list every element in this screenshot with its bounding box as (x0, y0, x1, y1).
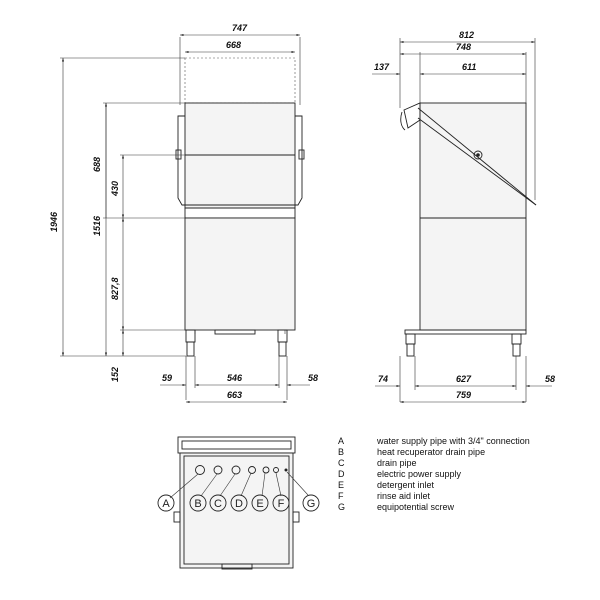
dim-side-812: 812 (459, 30, 474, 40)
legend-letter-d: D (338, 469, 345, 479)
legend-letter-a: A (338, 436, 344, 446)
connection-point-d (248, 466, 256, 474)
legend-letter-e: E (338, 480, 344, 490)
dim-front-688: 688 (92, 157, 102, 172)
dim-front-59: 59 (162, 373, 172, 383)
callout-a: A (157, 494, 175, 512)
front-view: 747 668 1946 1516 688 (49, 23, 318, 404)
dim-side-74: 74 (378, 374, 388, 384)
connections-legend: A water supply pipe with 3/4" connection… (338, 436, 530, 512)
dim-side-748: 748 (456, 42, 471, 52)
side-foot-right (511, 333, 522, 345)
dim-front-546: 546 (227, 373, 243, 383)
legend-letter-f: F (338, 491, 344, 501)
dim-front-58: 58 (308, 373, 318, 383)
svg-text:E: E (256, 498, 263, 510)
hood-handle (177, 115, 303, 206)
legend-desc-a: water supply pipe with 3/4" connection (376, 436, 530, 446)
dim-side-611: 611 (462, 62, 476, 72)
legend-desc-e: detergent inlet (377, 480, 435, 490)
legend-desc-b: heat recuperator drain pipe (377, 447, 485, 457)
legend-desc-d: electric power supply (377, 469, 462, 479)
legend-desc-g: equipotential screw (377, 502, 455, 512)
callout-f: F (272, 494, 290, 512)
side-foot-left (405, 333, 416, 345)
callout-d: D (230, 494, 248, 512)
hood-arm (403, 102, 421, 129)
svg-text:A: A (162, 498, 170, 510)
connection-point-a (195, 465, 205, 475)
legend-letter-g: G (338, 502, 345, 512)
callout-b: B (189, 494, 207, 512)
dim-side-137: 137 (374, 62, 390, 72)
legend-desc-c: drain pipe (377, 458, 417, 468)
side-body (419, 102, 527, 331)
svg-text:C: C (214, 498, 222, 510)
svg-text:F: F (278, 498, 285, 510)
hinge-knob (473, 150, 483, 160)
legend-letter-b: B (338, 447, 344, 457)
foot-left (185, 329, 196, 343)
raised-hood-outline (184, 57, 296, 104)
foot-right (277, 329, 288, 343)
dim-front-663: 663 (227, 390, 242, 400)
side-view: 812 748 137 611 74 627 5 (372, 30, 555, 404)
dim-side-759: 759 (456, 390, 471, 400)
hood (184, 102, 296, 209)
connection-point-g (284, 468, 288, 472)
connection-point-e (262, 466, 270, 474)
dim-front-827-8: 827,8 (110, 277, 120, 300)
svg-text:B: B (194, 498, 201, 510)
dim-front-747: 747 (232, 23, 248, 33)
legend-desc-f: rinse aid inlet (377, 491, 431, 501)
connection-point-c (231, 465, 241, 475)
dim-front-668: 668 (226, 40, 241, 50)
svg-text:D: D (235, 498, 243, 510)
dim-front-1516: 1516 (92, 215, 102, 236)
lower-body (184, 217, 296, 331)
dim-front-430: 430 (110, 181, 120, 197)
legend-letter-c: C (338, 458, 345, 468)
dim-front-1946: 1946 (49, 211, 59, 232)
dim-front-152: 152 (110, 367, 120, 382)
callout-c: C (209, 494, 227, 512)
dim-side-58: 58 (545, 374, 555, 384)
connection-point-f (273, 467, 279, 473)
top-view: A B C D E F G (157, 436, 320, 570)
connection-point-b (213, 465, 223, 475)
callout-e: E (251, 494, 269, 512)
dim-side-627: 627 (456, 374, 472, 384)
svg-text:G: G (307, 498, 316, 510)
callout-g: G (302, 494, 320, 512)
